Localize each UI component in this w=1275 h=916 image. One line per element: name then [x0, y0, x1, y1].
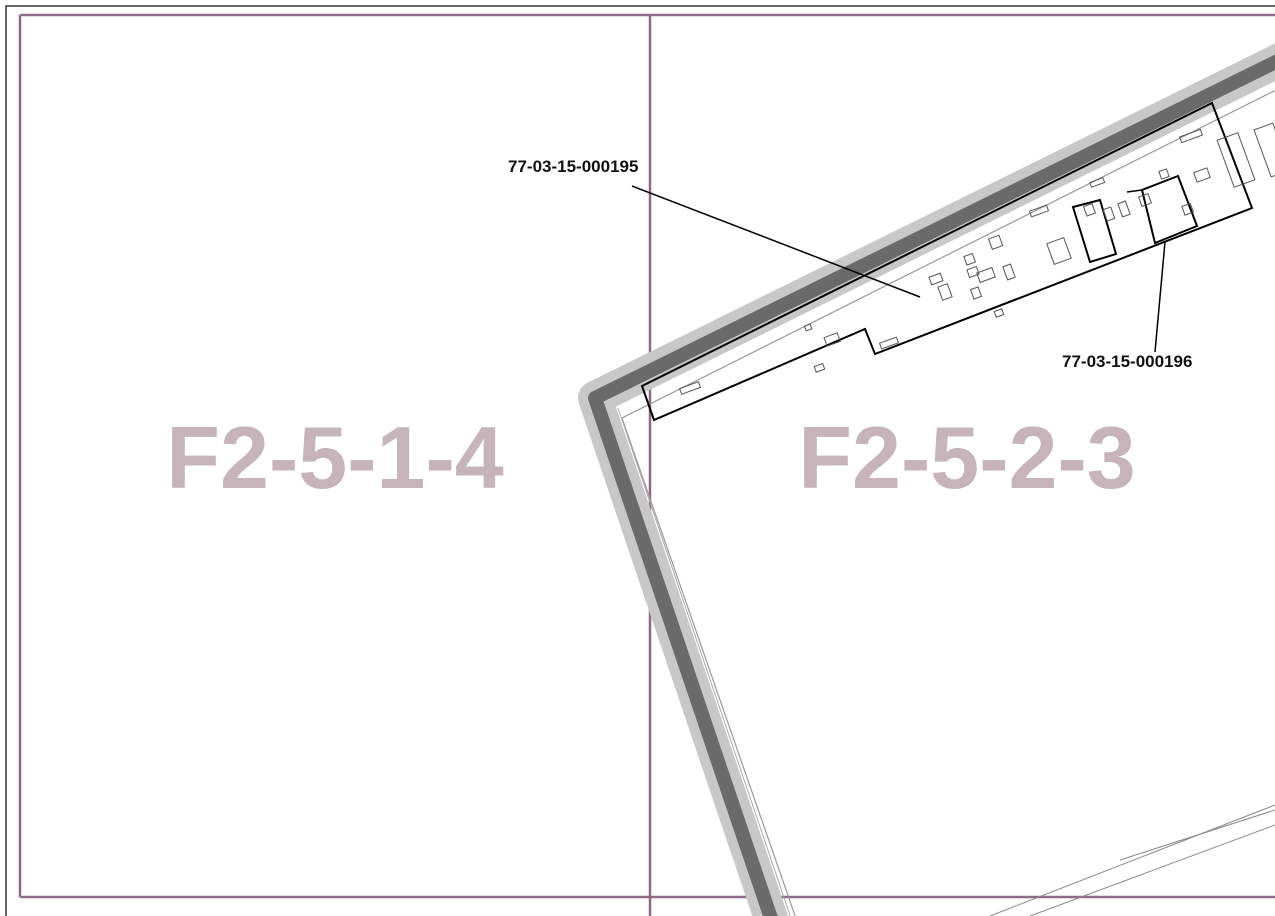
leader-line-000195 [631, 185, 921, 298]
page-frame [5, 5, 1275, 916]
parcel-notch-000196 [1126, 189, 1143, 193]
leader-line-000196 [1154, 241, 1166, 353]
other-feature-lines [989, 804, 1275, 916]
feature-line-1 [989, 804, 1275, 916]
sheet-label-left: F2-5-1-4 [166, 408, 503, 507]
road-edge-line [621, 89, 1275, 916]
road-inner-band [588, 54, 1275, 916]
sheet-label-right: F2-5-2-3 [798, 408, 1135, 507]
feature-line-2 [1029, 824, 1275, 916]
parcel-boundary-000196[interactable] [1140, 174, 1199, 245]
road-band [578, 43, 1275, 916]
feature-line-3 [1119, 809, 1275, 861]
building-footprints [678, 122, 1275, 395]
parcel-label-000195: 77-03-15-000195 [508, 157, 638, 176]
road-edge-line-2 [617, 407, 791, 916]
parcel-boundary-000195[interactable] [640, 101, 1254, 422]
parcel-label-000196: 77-03-15-000196 [1062, 352, 1192, 371]
parcel-boundary-small[interactable] [1071, 198, 1118, 264]
sheet-grid [18, 13, 1275, 916]
